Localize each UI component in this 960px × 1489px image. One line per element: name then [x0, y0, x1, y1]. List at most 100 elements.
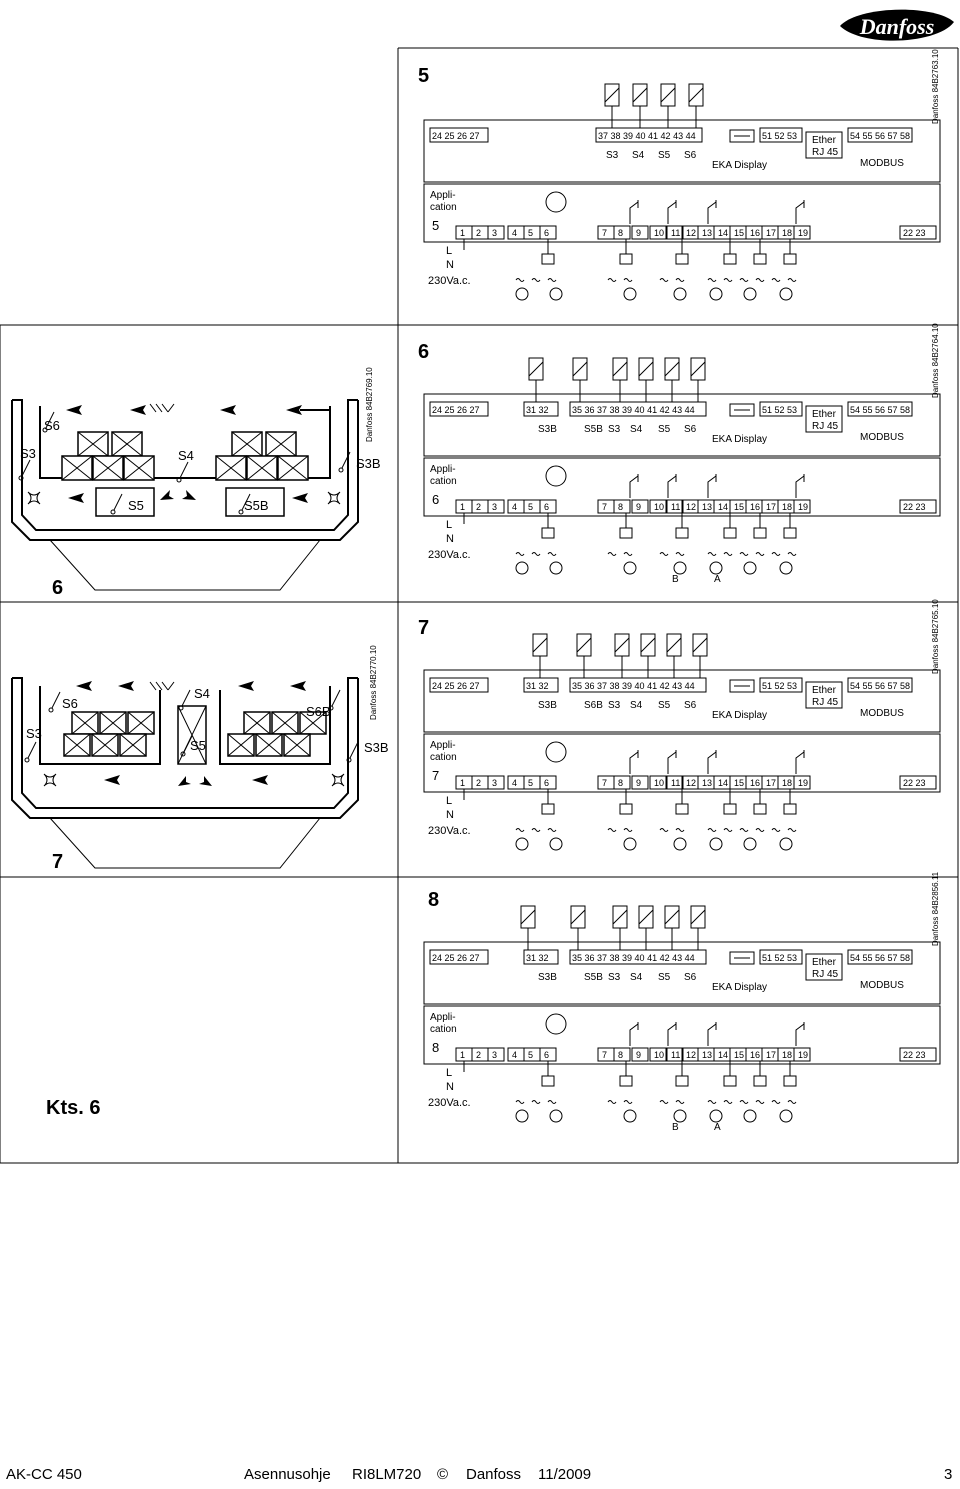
terminal-11: 11: [671, 778, 680, 788]
terminal-strip: 24 25 26 27: [432, 131, 480, 141]
terminal-9: 9: [636, 228, 641, 238]
ethernet-label: Ether: [812, 135, 837, 146]
terminal-10: 10: [654, 502, 664, 512]
terminal-7: 7: [602, 502, 607, 512]
application-label: cation: [430, 752, 457, 763]
terminal-strip: 51 52 53: [762, 131, 797, 141]
terminal-4: 4: [512, 228, 517, 238]
terminal-8: 8: [618, 228, 623, 238]
application-number: 7: [432, 768, 439, 783]
terminal-15: 15: [734, 1050, 744, 1060]
terminal-13: 13: [702, 778, 712, 788]
terminal-strip: 31 32: [526, 953, 549, 963]
terminal-13: 13: [702, 1050, 712, 1060]
sensor-sublabel: S5: [658, 150, 671, 161]
terminal-12: 12: [686, 778, 696, 788]
terminal-17: 17: [766, 502, 776, 512]
terminal-2: 2: [476, 778, 481, 788]
terminal-16: 16: [750, 1050, 760, 1060]
modbus-label: MODBUS: [860, 708, 904, 719]
terminal-strip: 31 32: [526, 681, 549, 691]
eka-display-label: EKA Display: [712, 982, 767, 993]
terminal-7: 7: [602, 1050, 607, 1060]
defrost-a-label: A: [714, 574, 721, 585]
terminal-6: 6: [544, 1050, 549, 1060]
defrost-b-label: B: [672, 1122, 679, 1133]
terminal-14: 14: [718, 502, 728, 512]
eka-display-label: EKA Display: [712, 160, 767, 171]
cabinet-drawing-code: Danfoss 84B2769.10: [365, 367, 374, 442]
footer-copyright: ©: [437, 1466, 449, 1483]
terminal-18: 18: [782, 502, 792, 512]
application-label: Appli-: [430, 1012, 456, 1023]
sensor-sublabel: S4: [630, 972, 643, 983]
terminal-3: 3: [492, 502, 497, 512]
sensor-sublabel: S3B: [538, 972, 557, 983]
cabinet-drawing-code: Danfoss 84B2770.10: [369, 645, 378, 720]
supply-voltage-label: 230Va.c.: [428, 549, 471, 561]
rj45-label: RJ 45: [812, 969, 839, 980]
logo-text: Danfoss: [859, 14, 935, 39]
terminal-6: 6: [544, 502, 549, 512]
terminal-14: 14: [718, 778, 728, 788]
terminal-5: 5: [528, 778, 533, 788]
sensor-sublabel: S5: [658, 424, 671, 435]
terminal-strip: 24 25 26 27: [432, 953, 480, 963]
sensor-label-s3b: S3B: [356, 456, 381, 471]
terminal-strip: 54 55 56 57 58: [850, 681, 910, 691]
terminal-16: 16: [750, 502, 760, 512]
terminal-4: 4: [512, 1050, 517, 1060]
sensor-sublabel: S6: [684, 424, 697, 435]
line-label: L: [446, 245, 452, 257]
terminal-3: 3: [492, 1050, 497, 1060]
terminal-strip: 35 36 37 38 39 40 41 42 43 44: [572, 681, 695, 691]
terminal-12: 12: [686, 502, 696, 512]
footer-doc-type: Asennusohje: [244, 1466, 331, 1483]
terminal-8: 8: [618, 1050, 623, 1060]
cabinet-number-7: 7: [52, 851, 63, 873]
application-label: Appli-: [430, 190, 456, 201]
terminal-4: 4: [512, 502, 517, 512]
terminal-16: 16: [750, 228, 760, 238]
reference-note: Kts. 6: [46, 1097, 100, 1119]
terminal-19: 19: [798, 778, 808, 788]
terminal-7: 7: [602, 778, 607, 788]
rj45-label: RJ 45: [812, 147, 839, 158]
terminal-22-23: 22 23: [903, 1050, 926, 1060]
application-label: cation: [430, 476, 457, 487]
terminal-strip: 54 55 56 57 58: [850, 953, 910, 963]
neutral-label: N: [446, 533, 454, 545]
panel-number: 5: [418, 65, 429, 87]
terminal-9: 9: [636, 1050, 641, 1060]
panel-number: 8: [428, 889, 439, 911]
application-number: 5: [432, 218, 439, 233]
application-label: cation: [430, 1024, 457, 1035]
sensor-sublabel: S4: [632, 150, 645, 161]
defrost-a-label: A: [714, 1122, 721, 1133]
footer-date: 11/2009: [538, 1466, 592, 1483]
sensor-label-s3: S3: [26, 726, 42, 741]
sensor-sublabel: S3: [608, 700, 621, 711]
sensor-label-s4: S4: [194, 686, 210, 701]
terminal-12: 12: [686, 228, 696, 238]
cabinet-diagram-7: S6 S4 S6B S3 S5 S3B 7 Danfoss 84B2770.10: [11, 645, 389, 873]
sensor-sublabel: S5: [658, 972, 671, 983]
terminal-19: 19: [798, 502, 808, 512]
terminal-14: 14: [718, 228, 728, 238]
line-label: L: [446, 519, 452, 531]
page-footer: AK-CC 450 Asennusohje RI8LM720 © Danfoss…: [0, 1462, 960, 1486]
terminal-5: 5: [528, 502, 533, 512]
sensor-label-s6: S6: [62, 696, 78, 711]
footer-company: Danfoss: [466, 1466, 522, 1483]
terminal-10: 10: [654, 228, 664, 238]
sensor-sublabel: S4: [630, 700, 643, 711]
terminal-strip: 24 25 26 27: [432, 681, 480, 691]
sensor-sublabel: S6: [684, 700, 697, 711]
terminal-13: 13: [702, 228, 712, 238]
drawing-code: Danfoss 84B2763.10: [931, 49, 940, 124]
application-label: Appli-: [430, 740, 456, 751]
terminal-2: 2: [476, 1050, 481, 1060]
drawing-code: Danfoss 84B2764.10: [931, 323, 940, 398]
terminal-18: 18: [782, 228, 792, 238]
